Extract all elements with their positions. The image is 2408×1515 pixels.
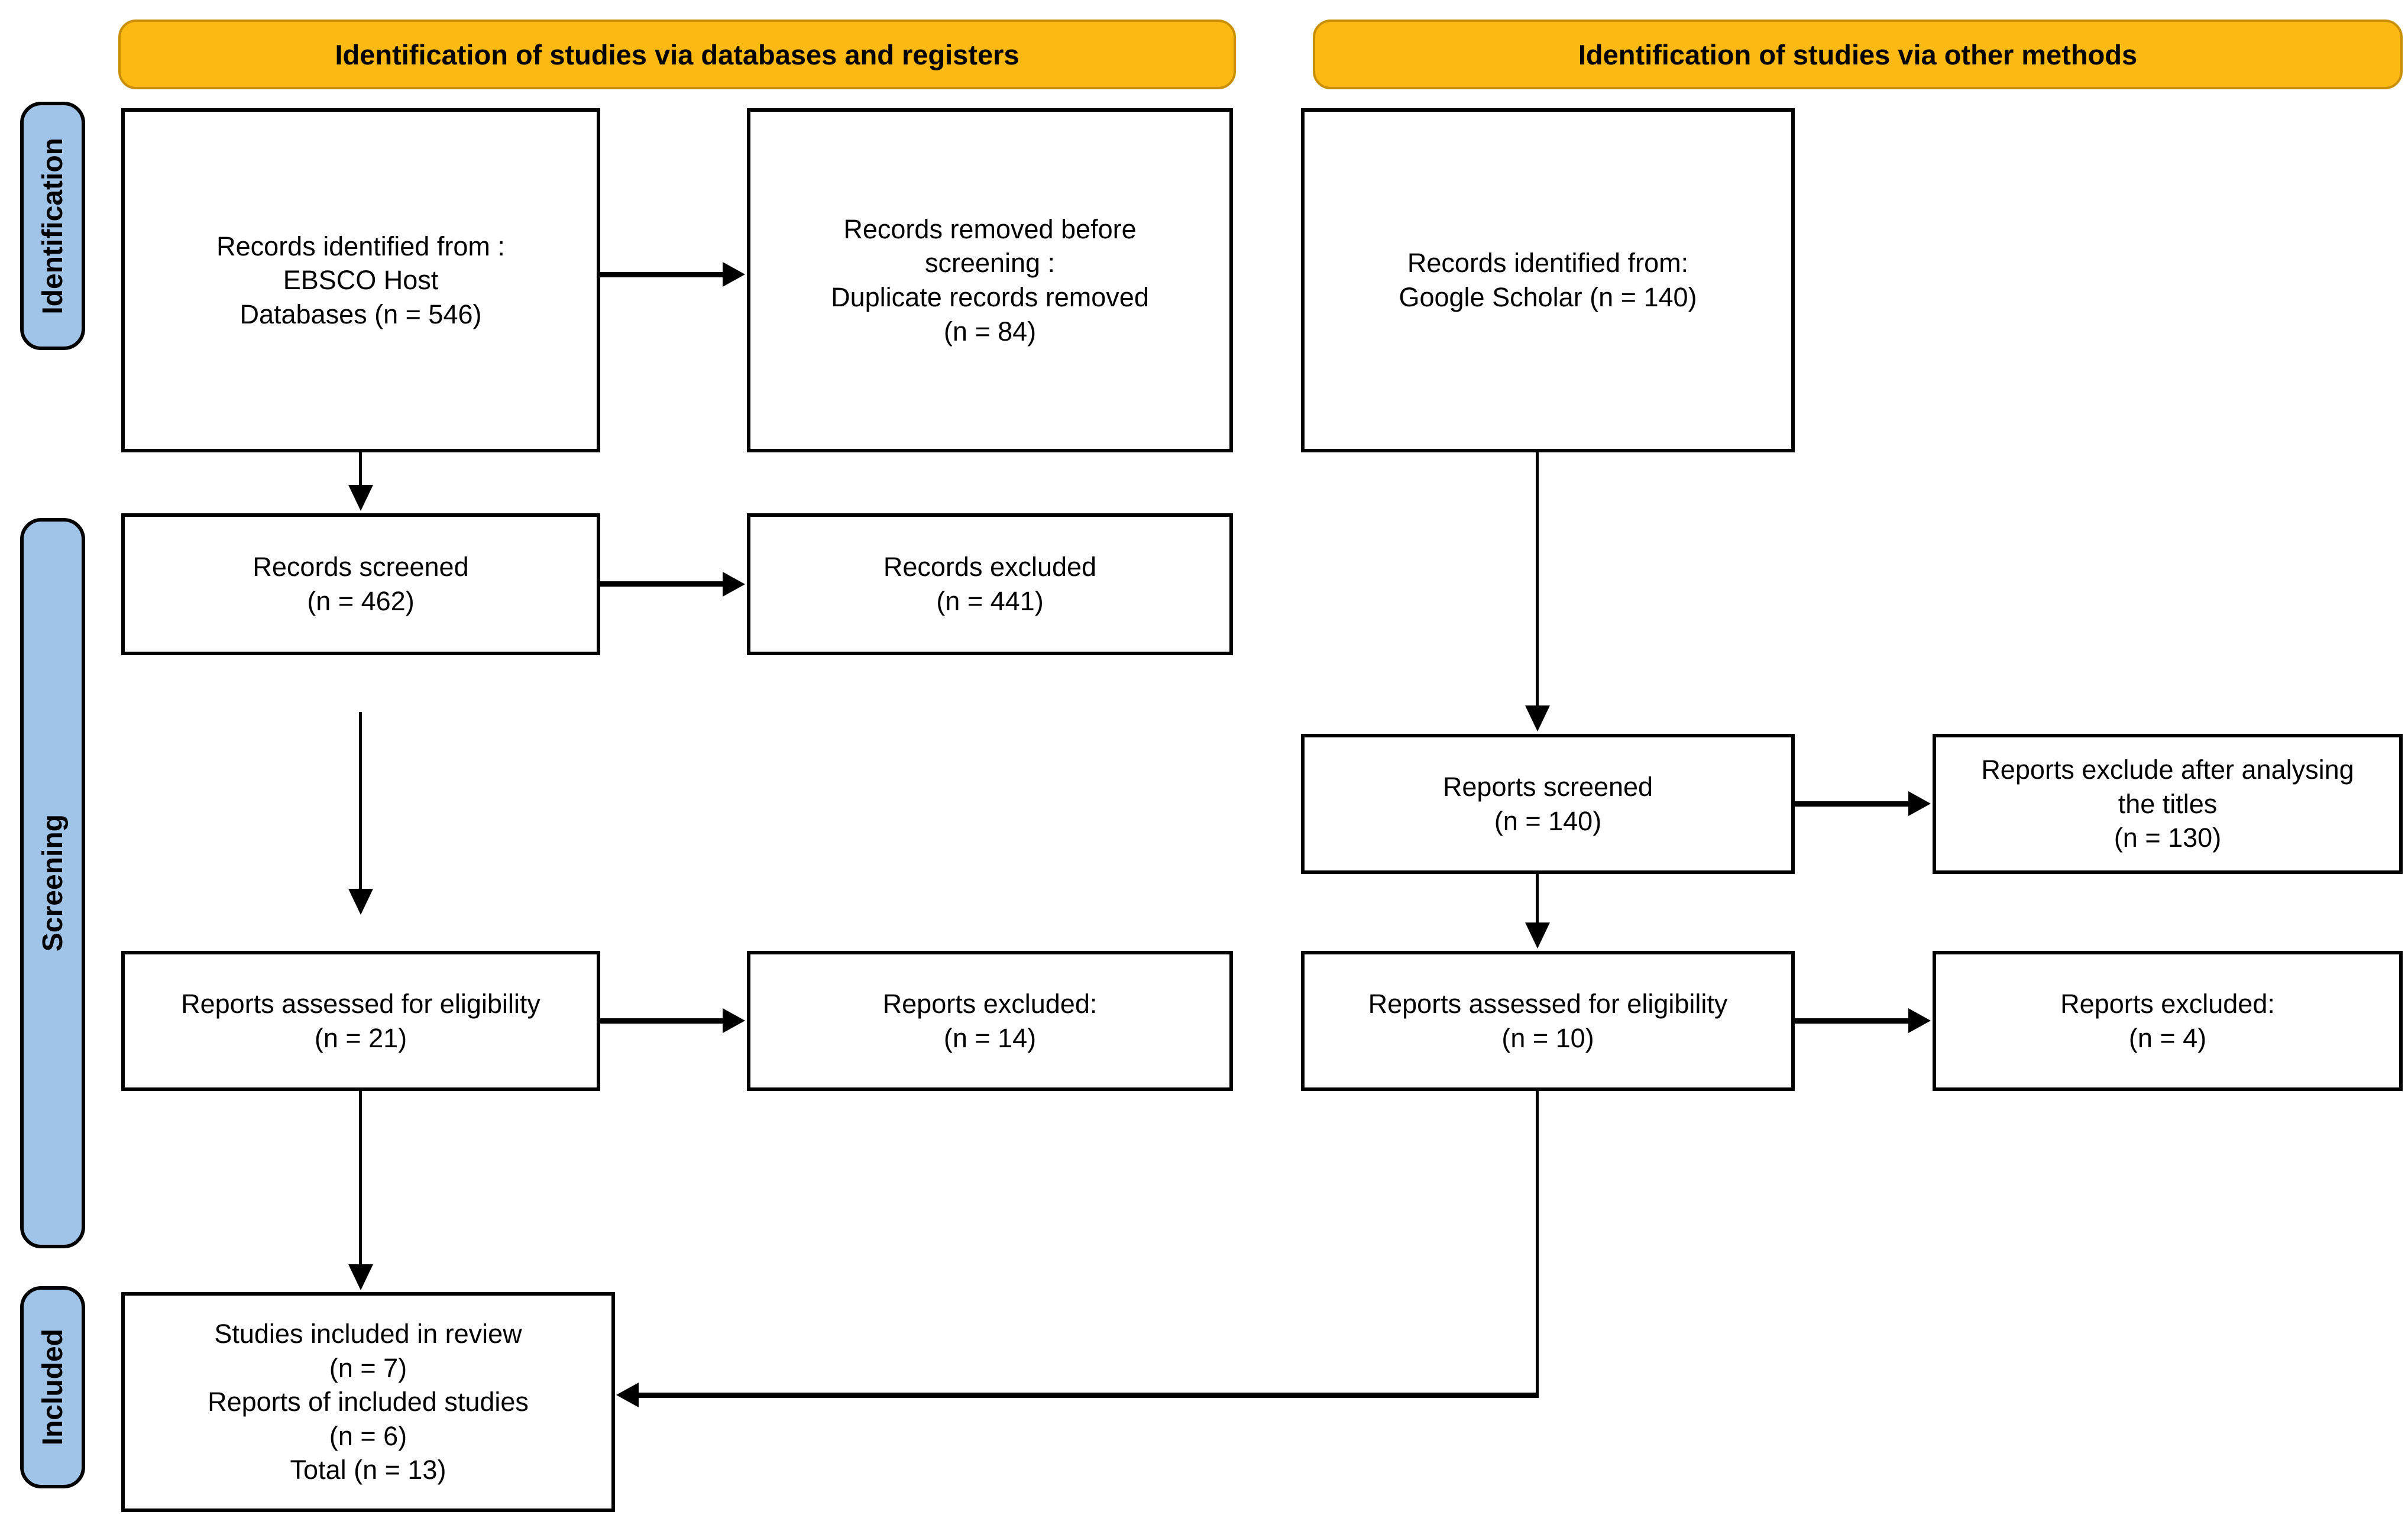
box-reports-excluded-titles-text: Reports exclude after analysing the titl… (1936, 753, 2399, 855)
box-records-removed-text: Records removed before screening : Dupli… (750, 212, 1229, 348)
arrow-screened-to-assessed-head (348, 889, 373, 915)
arrow-identified-to-removed-line (600, 272, 726, 277)
arrow-assessed-to-excluded-databases-head (723, 1008, 745, 1033)
box-records-screened-text: Records screened (n = 462) (125, 550, 597, 618)
box-line: Total (n = 13) (290, 1455, 446, 1485)
box-line: Records screened (253, 552, 469, 582)
arrow-screened-to-assessed-line (359, 712, 362, 891)
box-line: Records identified from : (216, 231, 505, 261)
box-line: EBSCO Host (283, 265, 439, 296)
box-line: Records identified from: (1407, 248, 1689, 279)
arrow-reports-screened-to-titles-line (1795, 801, 1908, 807)
box-records-excluded: Records excluded (n = 441) (747, 513, 1233, 655)
box-reports-excluded-databases: Reports excluded: (n = 14) (747, 951, 1233, 1091)
arrow-identified-other-to-reports-screened-head (1525, 705, 1550, 731)
phase-label-included: Included (20, 1286, 85, 1488)
box-line: (n = 441) (936, 586, 1044, 616)
box-records-identified-other: Records identified from: Google Scholar … (1301, 108, 1795, 452)
arrow-assessed-to-excluded-other-line (1795, 1018, 1908, 1024)
box-line: (n = 10) (1501, 1022, 1594, 1053)
header-databases-registers: Identification of studies via databases … (118, 20, 1236, 89)
box-line: screening : (924, 248, 1056, 279)
box-line: Google Scholar (n = 140) (1399, 282, 1697, 312)
phase-label-screening-text: Screening (37, 814, 69, 952)
arrow-reports-screened-to-assessed-head (1525, 922, 1550, 949)
arrow-assessed-to-excluded-other-head (1908, 1008, 1931, 1033)
box-reports-excluded-databases-text: Reports excluded: (n = 14) (750, 987, 1229, 1055)
arrow-identified-to-screened-line (359, 452, 362, 487)
box-line: Records removed before (843, 213, 1137, 244)
box-records-excluded-text: Records excluded (n = 441) (750, 550, 1229, 618)
box-included-studies-text: Studies included in review (n = 7) Repor… (125, 1317, 611, 1487)
phase-label-identification-text: Identification (37, 137, 69, 315)
phase-label-screening: Screening (20, 518, 85, 1248)
box-records-identified-other-text: Records identified from: Google Scholar … (1305, 246, 1791, 314)
box-line: Reports assessed for eligibility (181, 988, 540, 1019)
box-line: (n = 7) (329, 1352, 407, 1383)
box-line: Reports assessed for eligibility (1368, 988, 1728, 1019)
box-line: (n = 462) (307, 586, 415, 616)
arrow-identified-to-removed-head (723, 262, 745, 287)
box-reports-assessed-databases-text: Reports assessed for eligibility (n = 21… (125, 987, 597, 1055)
box-records-screened: Records screened (n = 462) (121, 513, 600, 655)
connector-assessed-other-to-included-horizontal (637, 1393, 1539, 1398)
box-line: Databases (n = 546) (239, 299, 482, 329)
box-line: Records excluded (883, 552, 1097, 582)
box-reports-screened-text: Reports screened (n = 140) (1305, 770, 1791, 838)
box-line: (n = 130) (2114, 823, 2222, 853)
box-line: (n = 140) (1494, 805, 1602, 836)
box-records-identified-databases: Records identified from : EBSCO Host Dat… (121, 108, 600, 452)
arrow-assessed-to-excluded-databases-line (600, 1018, 726, 1024)
box-reports-assessed-other: Reports assessed for eligibility (n = 10… (1301, 951, 1795, 1091)
box-line: the titles (2118, 788, 2218, 819)
phase-label-included-text: Included (37, 1329, 69, 1446)
connector-assessed-other-to-included-head (616, 1383, 639, 1407)
arrow-identified-to-screened-head (348, 485, 373, 511)
box-reports-assessed-other-text: Reports assessed for eligibility (n = 10… (1305, 987, 1791, 1055)
box-records-removed: Records removed before screening : Dupli… (747, 108, 1233, 452)
box-line: Duplicate records removed (831, 282, 1149, 312)
box-line: Reports excluded: (2060, 988, 2275, 1019)
box-line: Reports of included studies (208, 1387, 529, 1417)
box-line: Studies included in review (214, 1319, 522, 1349)
arrow-assessed-to-included-head (348, 1264, 373, 1290)
box-line: (n = 84) (943, 316, 1037, 347)
box-line: (n = 4) (2128, 1022, 2207, 1053)
box-reports-excluded-other: Reports excluded: (n = 4) (1933, 951, 2403, 1091)
arrow-reports-screened-to-titles-head (1908, 791, 1931, 816)
box-reports-assessed-databases: Reports assessed for eligibility (n = 21… (121, 951, 600, 1091)
connector-assessed-other-to-included-vertical (1536, 1091, 1539, 1398)
arrow-screened-to-excluded-head (723, 572, 745, 597)
box-line: Reports exclude after analysing (1981, 755, 2354, 785)
arrow-assessed-to-included-line (359, 1091, 362, 1265)
box-line: Reports screened (1442, 771, 1653, 802)
box-line: (n = 14) (943, 1022, 1037, 1053)
header-other-methods: Identification of studies via other meth… (1313, 20, 2403, 89)
arrow-identified-other-to-reports-screened-line (1536, 452, 1539, 707)
arrow-reports-screened-to-assessed-line (1536, 874, 1539, 924)
phase-label-identification: Identification (20, 102, 85, 350)
box-reports-screened: Reports screened (n = 140) (1301, 734, 1795, 874)
box-reports-excluded-titles: Reports exclude after analysing the titl… (1933, 734, 2403, 874)
box-line: Reports excluded: (882, 988, 1098, 1019)
box-reports-excluded-other-text: Reports excluded: (n = 4) (1936, 987, 2399, 1055)
box-records-identified-databases-text: Records identified from : EBSCO Host Dat… (125, 229, 597, 332)
box-line: (n = 21) (314, 1022, 407, 1053)
arrow-screened-to-excluded-line (600, 581, 726, 587)
box-included-studies: Studies included in review (n = 7) Repor… (121, 1292, 615, 1512)
box-line: (n = 6) (329, 1420, 407, 1451)
header-databases-registers-label: Identification of studies via databases … (335, 38, 1019, 70)
header-other-methods-label: Identification of studies via other meth… (1578, 38, 2138, 70)
